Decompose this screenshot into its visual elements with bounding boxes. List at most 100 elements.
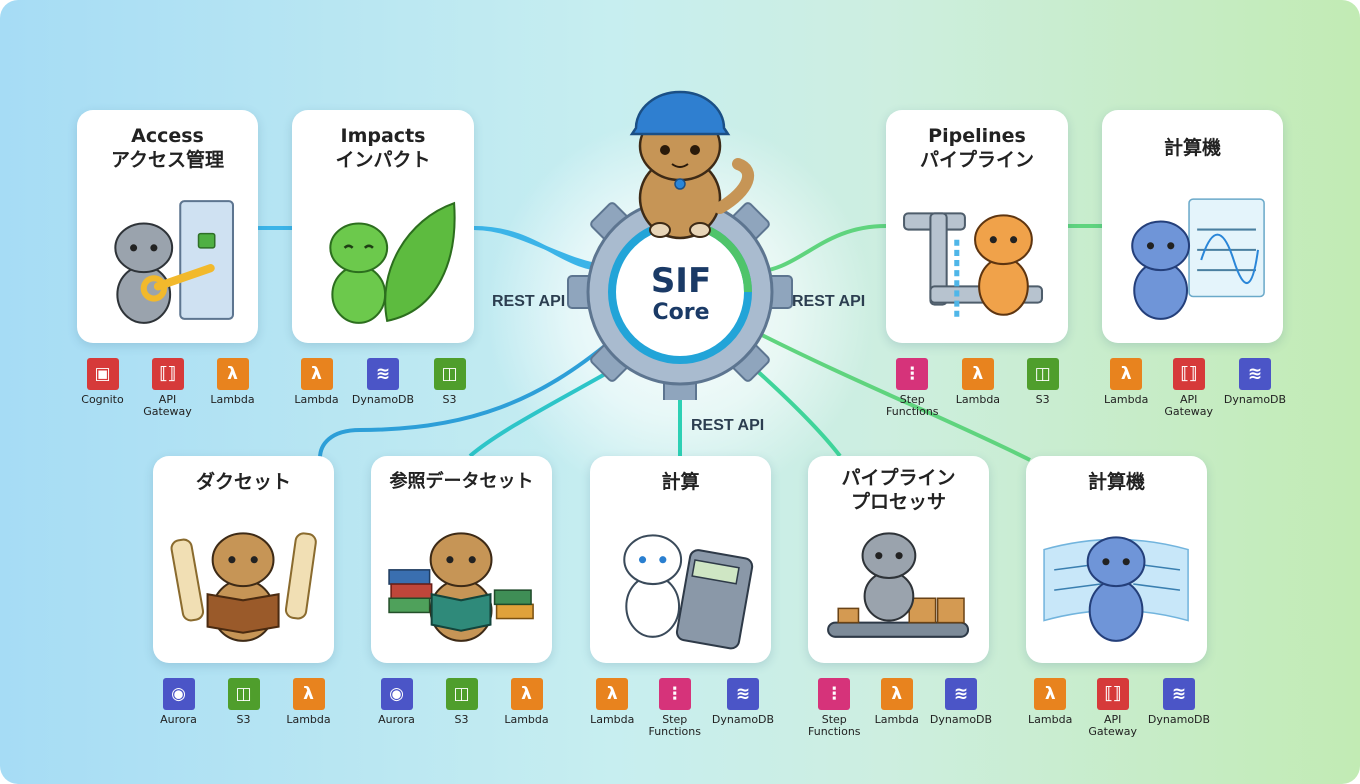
cat-at-conveyor-icon <box>827 532 970 638</box>
cat-with-calculator-icon <box>623 534 754 650</box>
module-card-impacts[interactable]: Impacts インパクト <box>292 110 474 343</box>
rest-api-label-left: REST API <box>492 293 566 310</box>
module-card-calculator-top[interactable]: 計算機 <box>1102 110 1283 343</box>
s3-icon: ◫ <box>227 678 260 710</box>
service-label: Lambda <box>294 393 339 406</box>
step-functions-icon: ⋮ <box>896 358 929 390</box>
module-card-pipeline-processor[interactable]: パイプライン プロセッサ <box>808 456 989 663</box>
core-label: SIF Core <box>629 262 733 326</box>
core-label-sif: SIF <box>650 261 712 301</box>
service-label: Cognito <box>81 393 124 406</box>
service-label: DynamoDB <box>1147 713 1211 726</box>
service-api-gateway: ⟦⟧API Gateway <box>1088 678 1137 738</box>
green-cat-leaf-icon <box>329 201 456 324</box>
dynamodb-icon: ≋ <box>1239 358 1271 390</box>
lambda-icon: λ <box>880 678 913 710</box>
service-label: Step Functions <box>808 713 861 738</box>
sif-core-gear-icon <box>567 90 793 400</box>
lambda-icon: λ <box>510 678 543 710</box>
service-step-functions: ⋮ Step Functions <box>886 358 939 418</box>
lambda-icon: λ <box>1034 678 1067 710</box>
aurora-icon: ◉ <box>162 678 195 710</box>
service-label: S3 <box>442 393 457 406</box>
service-label: Lambda <box>286 713 331 726</box>
api-gateway-icon: ⟦⟧ <box>151 358 184 390</box>
core-label-core: Core <box>652 300 710 325</box>
service-label: Step Functions <box>648 713 701 738</box>
aurora-icon: ◉ <box>380 678 413 710</box>
service-label: Lambda <box>955 393 1001 406</box>
module-card-access[interactable]: Access アクセス管理 <box>77 110 258 343</box>
service-label: API Gateway <box>1164 393 1213 418</box>
lambda-icon: λ <box>292 678 325 710</box>
module-card-calculator-bottom[interactable]: 計算機 <box>1026 456 1207 663</box>
module-card-pipelines[interactable]: Pipelines パイプライン <box>886 110 1068 343</box>
link-calculator-bottom <box>751 328 1031 462</box>
cat-with-pipes-icon <box>903 212 1044 321</box>
s3-icon: ◫ <box>433 358 466 390</box>
service-dynamodb: ≋ DynamoDB <box>711 678 775 738</box>
module-title: ダクセット <box>195 471 291 493</box>
lambda-icon: λ <box>300 358 333 390</box>
service-label: S3 <box>1035 393 1050 406</box>
cat-reading-book-icon <box>170 532 317 642</box>
service-label: S3 <box>454 713 469 726</box>
service-dynamodb: ≋DynamoDB <box>930 678 992 738</box>
dynamodb-icon: ≋ <box>727 678 759 710</box>
service-api-gateway: ⟦⟧ API Gateway <box>1164 358 1213 418</box>
api-gateway-icon: ⟦⟧ <box>1096 678 1129 710</box>
service-label: Lambda <box>504 713 549 726</box>
service-s3: ◫ S3 <box>436 678 487 726</box>
step-functions-icon: ⋮ <box>658 678 691 710</box>
s3-icon: ◫ <box>445 678 478 710</box>
service-aurora: ◉Aurora <box>371 678 422 726</box>
link-pipeline-processor <box>743 358 842 458</box>
service-dynamodb: ≋ DynamoDB <box>1147 678 1211 738</box>
service-step-functions: ⋮Step Functions <box>808 678 861 738</box>
link-datasets <box>318 338 614 459</box>
service-label: Step Functions <box>886 393 939 418</box>
service-label: Lambda <box>874 713 919 726</box>
service-label: Lambda <box>1028 713 1073 726</box>
service-label: Lambda <box>590 713 635 726</box>
module-card-reference-datasets[interactable]: 参照データセット <box>371 456 552 663</box>
dynamodb-icon: ≋ <box>367 358 399 390</box>
service-step-functions: ⋮ Step Functions <box>648 678 701 738</box>
service-label: DynamoDB <box>711 713 775 726</box>
service-aurora: ◉Aurora <box>153 678 204 726</box>
module-card-datasets[interactable]: ダクセット <box>153 456 334 663</box>
rest-api-label-bottom: REST API <box>691 417 765 434</box>
service-label: Lambda <box>210 393 255 406</box>
module-title: Impacts インパクト <box>335 125 431 171</box>
service-cognito: ▣Cognito <box>77 358 128 418</box>
module-title: Pipelines パイプライン <box>919 125 1034 171</box>
module-title: Access アクセス管理 <box>110 125 225 171</box>
cat-with-hologram-icon <box>1043 536 1189 642</box>
dynamodb-icon: ≋ <box>1163 678 1195 710</box>
api-gateway-icon: ⟦⟧ <box>1172 358 1205 390</box>
lambda-icon: λ <box>961 358 994 390</box>
dynamodb-icon: ≋ <box>945 678 977 710</box>
module-card-calculation[interactable]: 計算 <box>590 456 771 663</box>
lambda-icon: λ <box>596 678 629 710</box>
service-s3: ◫S3 <box>1017 358 1068 418</box>
cat-with-key-icon <box>114 200 235 324</box>
cat-with-formulas-icon <box>1131 198 1265 320</box>
service-s3: ◫S3 <box>218 678 269 726</box>
